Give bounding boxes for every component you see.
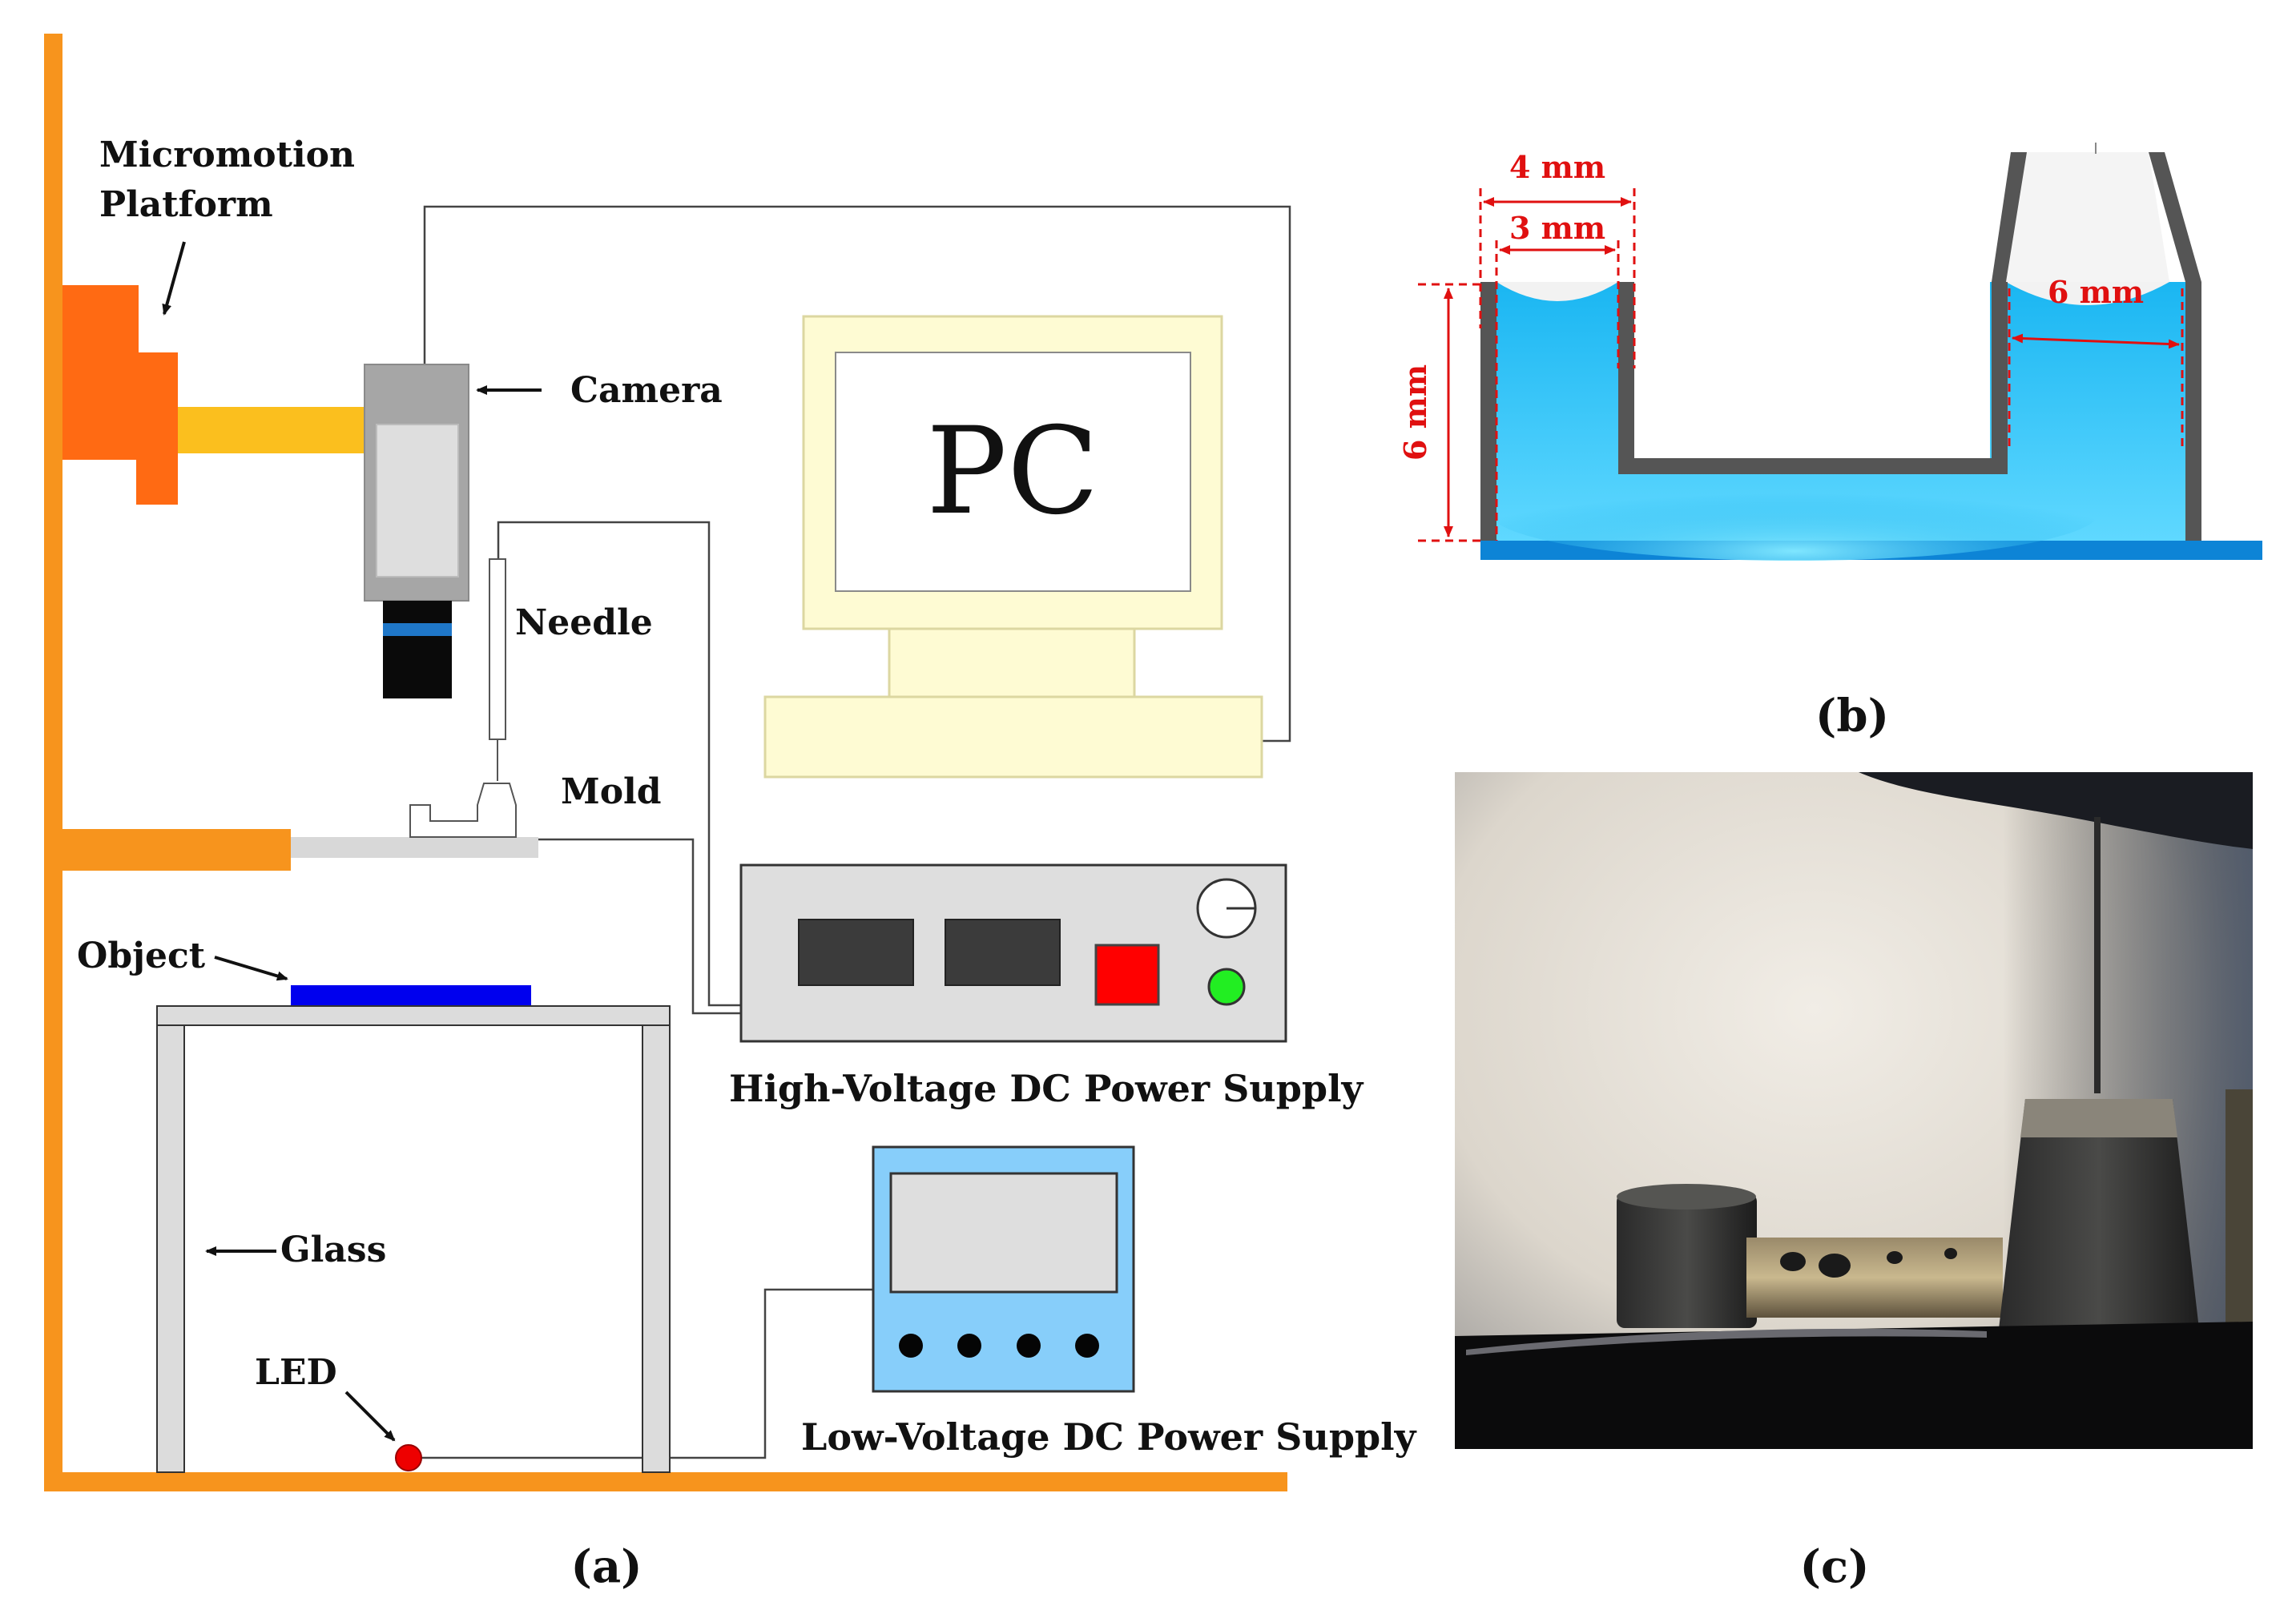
pc-label: PC [926,402,1099,541]
wire-led-lv [409,1288,873,1459]
photo-right-funnel-top [2020,1099,2177,1137]
camera-lens [383,601,452,698]
object-arrow [214,956,288,981]
bridge-bottom [1618,458,2008,474]
glass-label: Glass [280,1230,386,1270]
mold-support-arm [62,829,291,871]
photo-bubble-2 [1819,1254,1851,1278]
photo-needle [2094,817,2101,1093]
mold-label: Mold [561,771,662,812]
hv-display-2 [945,919,1061,986]
pc-screen [835,352,1191,592]
hv-red-button [1094,944,1160,1006]
frame-post [44,34,62,1491]
wire-needle-hv [497,521,741,1007]
wires [409,205,1291,1459]
dimension-lines [1418,188,2184,542]
photo-bridge [1746,1238,2003,1318]
photo-bubble-1 [1780,1252,1806,1271]
left-outer-wall [1480,282,1496,541]
wire-camera-pc [423,205,1291,743]
camera-label: Camera [570,370,723,411]
wire-mold-hv [538,838,741,1015]
glass-table-top [156,1005,671,1026]
lv-knob-1 [899,1334,923,1358]
pc-stand [888,627,1136,698]
lv-knob-3 [1017,1334,1041,1358]
caption-a: (a) [570,1540,642,1593]
needle-label: Needle [515,602,653,643]
liquid-glow [1490,465,2099,561]
led-dot [395,1444,422,1471]
lv-knob-4 [1075,1334,1099,1358]
caption-c: (c) [1799,1540,1869,1593]
led-label: LED [255,1352,337,1393]
hv-display-1 [798,919,914,986]
photo-top-shadow [1859,772,2253,849]
micromotion-arrow [162,241,186,316]
frame-base [44,1472,1287,1491]
panel-c: (c) [1455,772,2253,1593]
right-outer-wall [2185,282,2201,541]
lv-display [889,1172,1118,1294]
mold-shape [409,783,517,838]
needle-body [489,558,506,740]
right-inner-wall [1992,282,2008,474]
left-inner-wall [1618,282,1634,474]
hv-supply-label: High-Voltage DC Power Supply [729,1067,1364,1110]
object-label: Object [77,936,206,976]
caption-b: (b) [1815,690,1889,743]
panel-b: 4 mm 3 mm 6 mm 6 mm (b) [1397,143,2262,743]
dim-3mm-label: 3 mm [1509,210,1605,246]
dim-height-label: 6 mm [1397,364,1433,461]
camera-arm [178,407,364,453]
platform-block [62,285,139,460]
photo-bubble-4 [1944,1248,1957,1259]
glass-table-right-leg [642,1024,671,1473]
photo-right-funnel [1998,1099,2200,1336]
glass-table-left-leg [156,1024,185,1473]
dim-6mm-right-arrow [2012,333,2180,349]
right-meniscus [2006,282,2169,305]
micromotion-label-1: Micromotion [99,135,355,175]
lv-supply-label: Low-Voltage DC Power Supply [801,1415,1417,1459]
dim-4mm-label: 4 mm [1509,149,1605,185]
pc-keyboard [763,695,1263,779]
panel-a: Micromotion Platform Camera Needle Mold … [44,34,1417,1593]
mold-support-plate [291,837,538,858]
photo [1455,772,2253,1449]
dim-right-label: 6 mm [2048,274,2144,310]
funnel-inner [2006,152,2169,282]
camera-lens-ring [383,623,452,636]
photo-plate-edge [1466,1328,1987,1355]
object-slab [291,985,531,1006]
funnel-right-wall [2149,152,2201,282]
lv-knob-2 [957,1334,981,1358]
photo-bubble-3 [1887,1251,1903,1264]
photo-ground [1455,1322,2253,1449]
led-arrow [344,1391,396,1442]
left-meniscus [1496,282,1618,301]
photo-left-cylinder-top [1617,1184,1756,1209]
camera-window [376,424,459,578]
micromotion-label-2: Platform [99,184,273,225]
platform-plate [136,352,178,505]
hv-green-light [1207,968,1246,1006]
photo-left-cylinder [1617,1193,1757,1328]
funnel-left-wall [1992,152,2027,282]
